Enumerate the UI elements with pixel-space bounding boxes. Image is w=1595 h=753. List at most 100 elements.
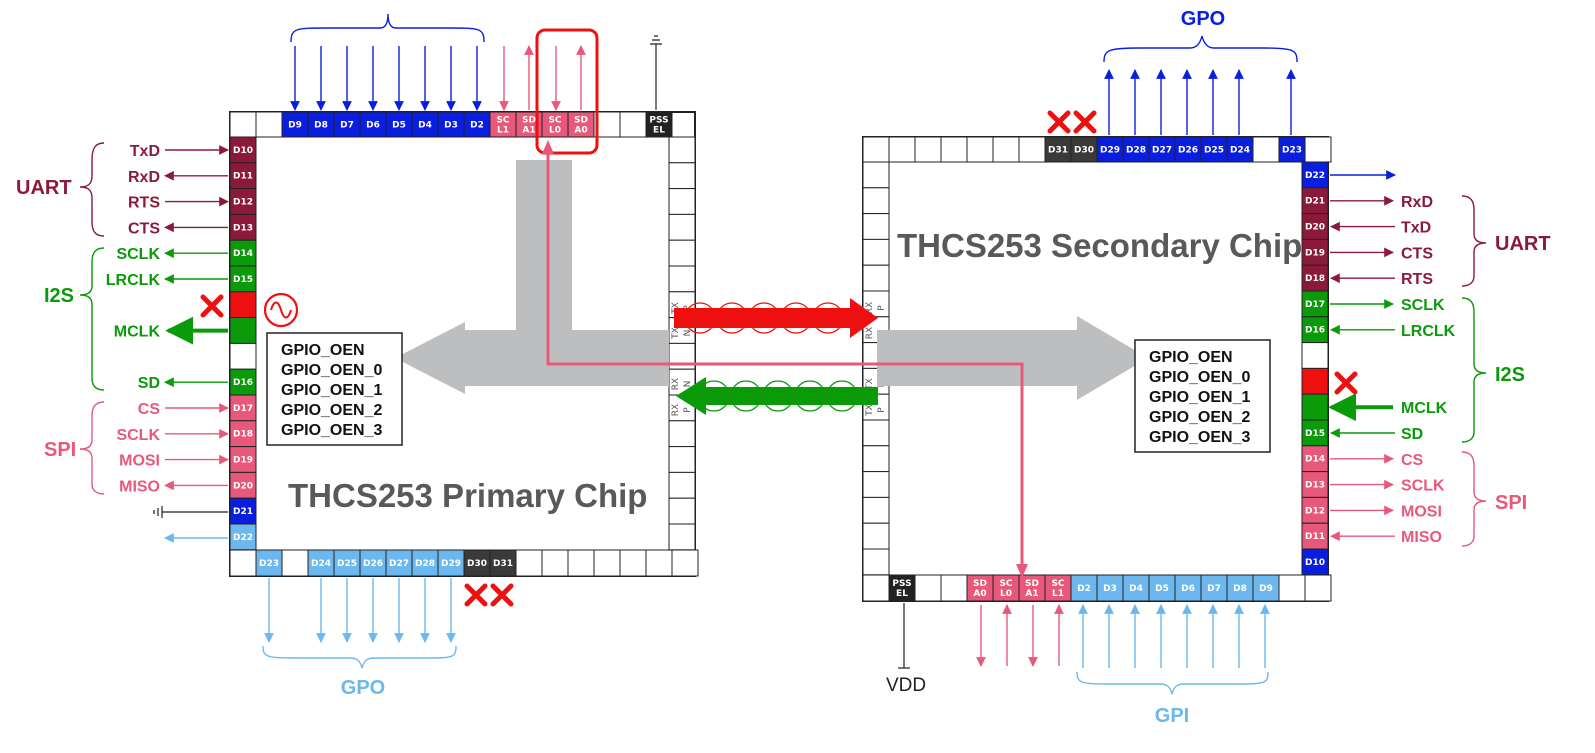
secondary-uart-brace <box>1461 195 1487 287</box>
primary-reg-0: GPIO_OEN <box>281 342 365 359</box>
secondary-bottom-pin-d6-label: D6 <box>1181 584 1195 594</box>
primary-signal-sclk: SCLK <box>116 246 160 263</box>
primary-left-pin-d11-label: D11 <box>233 172 253 182</box>
primary-top-empty-15 <box>619 111 647 138</box>
primary-left-pin-d12: D12 <box>229 188 257 215</box>
secondary-right-pin-d11-cell <box>1301 522 1329 550</box>
primary-left-pin-blank-6 <box>229 291 257 319</box>
secondary-tx-label-2: TX <box>865 404 875 417</box>
primary-top-pin-d6: D6 <box>359 111 387 138</box>
secondary-right-pin-blank-8-cell <box>1301 367 1329 395</box>
secondary-signal-lrclk: LRCLK <box>1401 323 1456 340</box>
primary-bottom-empty-13 <box>567 549 595 577</box>
secondary-top-pin-d29-label: D29 <box>1100 146 1120 156</box>
secondary-i2s-brace <box>1461 297 1487 443</box>
secondary-bottom-pin-d6-cell <box>1174 574 1202 602</box>
primary-top-pin-scl1-label: L1 <box>497 126 509 136</box>
secondary-right-pin-d12: D12 <box>1301 496 1329 524</box>
primary-top-pin-d9-cell <box>281 111 309 138</box>
secondary-bottom-pin-d4: D4 <box>1122 574 1150 602</box>
primary-left-pin-d13-label: D13 <box>233 223 253 233</box>
primary-signal-rts: RTS <box>128 195 160 212</box>
secondary-bottom-pin-scl0-cell <box>992 574 1020 602</box>
secondary-top-empty-6 <box>1018 136 1046 163</box>
primary-top-empty-1 <box>255 111 283 138</box>
secondary-bottom-pin-d6: D6 <box>1174 574 1202 602</box>
primary-signal-cts: CTS <box>128 220 160 237</box>
secondary-right-pin-d21-cell <box>1301 187 1329 215</box>
ground-icon <box>153 506 163 518</box>
external-signals: TxDRxDRTSCTSSCLKLRCLKMCLKSDCSSCLKMOSIMIS… <box>16 8 1551 727</box>
secondary-left-empty-1 <box>862 187 890 215</box>
primary-signal-mclk: MCLK <box>114 324 161 341</box>
secondary-left-empty-12 <box>862 471 890 498</box>
secondary-gpo-brace <box>1103 35 1298 63</box>
secondary-rx-label: RX <box>865 302 875 314</box>
secondary-bottom-pin-scl1-cell <box>1044 574 1072 602</box>
secondary-right-pin-d18: D18 <box>1301 264 1329 292</box>
secondary-gpo-label: GPO <box>1181 8 1225 30</box>
secondary-bottom-pin-d9-label: D9 <box>1259 584 1273 594</box>
primary-top-pin-d9: D9 <box>281 111 309 138</box>
primary-i2s-brace <box>79 247 105 391</box>
primary-left-pin-d20-cell <box>229 471 257 499</box>
secondary-bottom-pin-d8-label: D8 <box>1233 584 1247 594</box>
i2c-route-arrow-down <box>1016 564 1028 578</box>
secondary-bottom-pin-scl1-label: SC <box>1051 579 1064 589</box>
primary-right-empty-12 <box>668 446 696 473</box>
secondary-right-pin-d13: D13 <box>1301 471 1329 498</box>
secondary-left-empty-14 <box>862 522 890 550</box>
secondary-gpi-label: GPI <box>1155 705 1189 727</box>
primary-bottom-pin-d27: D27 <box>385 549 413 577</box>
primary-left-pin-d21-cell <box>229 497 257 525</box>
secondary-right-pin-d15: D15 <box>1301 419 1329 447</box>
secondary-right-pin-d14-label: D14 <box>1305 455 1325 465</box>
secondary-reg-0: GPIO_OEN <box>1149 349 1233 366</box>
primary-reg-3: GPIO_OEN_2 <box>281 402 382 419</box>
secondary-signal-miso: MISO <box>1401 529 1442 546</box>
primary-bottom-empty-0 <box>229 549 257 577</box>
ground-icon <box>650 35 662 45</box>
secondary-right-pin-d10-label: D10 <box>1305 558 1325 568</box>
secondary-left-empty-0 <box>862 161 890 189</box>
secondary-bottom-pin-sda1-label: A1 <box>1025 589 1038 599</box>
primary-rx-n: N <box>683 381 693 388</box>
secondary-top-pin-d28-label: D28 <box>1126 146 1146 156</box>
primary-left-pin-d12-cell <box>229 188 257 215</box>
secondary-right-pin-d15-label: D15 <box>1305 429 1325 439</box>
secondary-bottom-pin-sda0-label: SD <box>973 579 987 589</box>
secondary-bottom-pin-pssel-cell <box>888 574 916 602</box>
secondary-top-empty-2 <box>914 136 942 163</box>
primary-left-pin-d18: D18 <box>229 420 257 448</box>
primary-bottom-pin-d30-label: D30 <box>467 559 487 569</box>
secondary-i2s-label: I2S <box>1495 364 1525 386</box>
primary-top-pin-d5-cell <box>385 111 413 138</box>
secondary-top-pin-d27: D27 <box>1148 136 1176 163</box>
primary-right-empty-13 <box>668 471 696 499</box>
secondary-top-empty-15 <box>1252 136 1280 163</box>
primary-bottom-pin-d23: D23 <box>255 549 283 577</box>
primary-top-pin-d8-label: D8 <box>314 121 328 131</box>
secondary-top-pin-d24-label: D24 <box>1230 146 1250 156</box>
primary-bottom-pin-d31-label: D31 <box>493 559 513 569</box>
secondary-right-pin-d18-label: D18 <box>1305 274 1325 284</box>
secondary-right-pin-d12-label: D12 <box>1305 506 1325 516</box>
primary-bottom-pin-d26-cell <box>359 549 387 577</box>
secondary-spi-label: SPI <box>1495 492 1527 514</box>
secondary-top-pin-d25-cell <box>1200 136 1228 163</box>
secondary-right-pin-d10: D10 <box>1301 548 1329 576</box>
i2c-highlight-box <box>535 28 599 155</box>
secondary-left-empty-3 <box>862 238 890 266</box>
primary-bottom-pin-d27-label: D27 <box>389 559 409 569</box>
primary-left-pin-d15: D15 <box>229 265 257 293</box>
primary-bottom-empty-11 <box>515 549 543 577</box>
secondary-bottom-pin-scl0-label: SC <box>999 579 1012 589</box>
secondary-bottom-empty-16 <box>1278 574 1306 602</box>
primary-left-pin-d14-label: D14 <box>233 249 253 259</box>
secondary-bottom-pin-sda1-cell <box>1018 574 1046 602</box>
primary-tx-label-2: TX <box>671 327 681 340</box>
secondary-bottom-pin-d4-cell <box>1122 574 1150 602</box>
secondary-top-pin-d27-label: D27 <box>1152 146 1172 156</box>
